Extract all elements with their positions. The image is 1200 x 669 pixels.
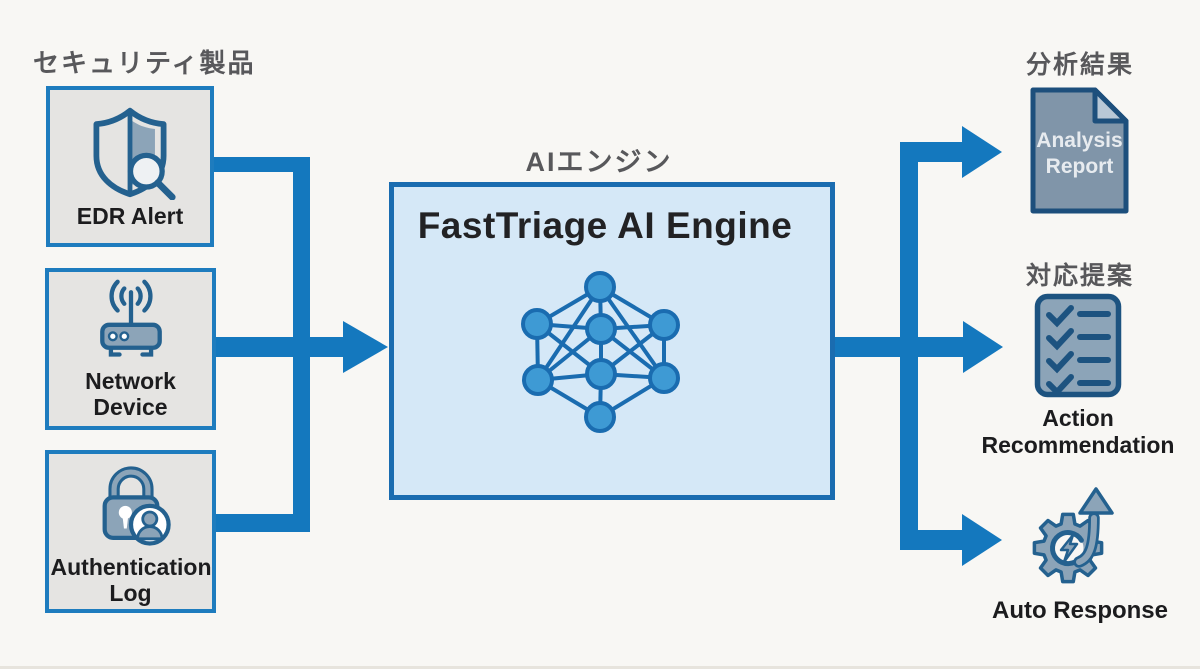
connector-auth-to-trunk (208, 514, 310, 532)
shield-search-icon (93, 107, 176, 200)
arrow-into-engine (343, 321, 388, 373)
wireless-router-icon (99, 279, 162, 357)
heading-security-products: セキュリティ製品 (33, 48, 256, 78)
bottom-edge-line (0, 666, 1200, 669)
arrow-to-action-recommendation (963, 321, 1003, 373)
ai-engine-box: FastTriage AI Engine (389, 182, 835, 500)
neural-network-icon (521, 271, 680, 433)
source-box-network-device: Network Device (45, 268, 216, 430)
source-label-authentication-log: Authentication Log (50, 553, 212, 606)
connector-network-to-engine (208, 337, 343, 357)
document-icon (1030, 87, 1129, 214)
heading-analysis-result: 分析結果 (1025, 51, 1134, 79)
output-label-auto-response: Auto Response (991, 597, 1168, 624)
connector-edr-to-trunk (206, 157, 310, 172)
source-label-network-device: Network Device (85, 368, 176, 420)
source-box-edr-alert: EDR Alert (46, 86, 214, 247)
lock-user-icon (102, 466, 171, 546)
arrow-to-auto-response (962, 514, 1002, 566)
connector-to-report (900, 142, 962, 162)
gear-bolt-arrow-icon (1032, 487, 1114, 584)
engine-title: FastTriage AI Engine (417, 205, 793, 246)
arrow-to-analysis-report (962, 126, 1002, 178)
connector-engine-out (831, 337, 918, 357)
output-label-analysis-report: Analysis Report (1036, 129, 1123, 179)
heading-ai-engine: AIエンジン (525, 147, 673, 177)
connector-right-trunk (900, 142, 918, 550)
connector-to-recommendation (918, 337, 963, 357)
source-box-authentication-log: Authentication Log (45, 450, 216, 613)
connector-to-autoresponse (900, 530, 962, 550)
checklist-icon (1034, 293, 1122, 398)
output-label-action-recommendation: Action Recommendation (981, 405, 1175, 458)
heading-response-proposal: 対応提案 (1025, 262, 1134, 290)
source-label-edr-alert: EDR Alert (76, 202, 184, 229)
